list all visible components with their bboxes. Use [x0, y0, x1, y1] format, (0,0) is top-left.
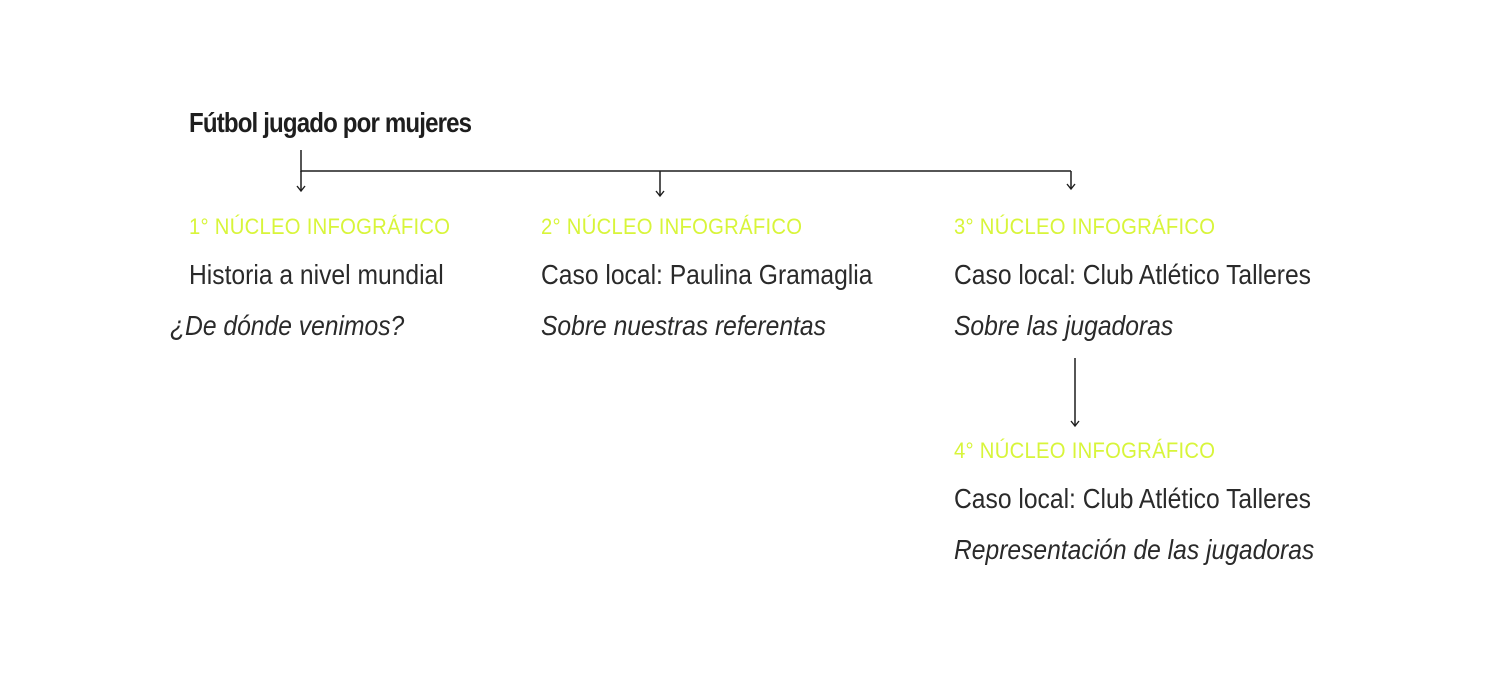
node-4-kicker: 4° NÚCLEO INFOGRÁFICO	[954, 438, 1216, 463]
arrowhead-node-3	[1066, 183, 1076, 191]
node-2-heading: Caso local: Paulina Gramaglia	[541, 259, 873, 290]
node-3-heading: Caso local: Club Atlético Talleres	[954, 259, 1312, 290]
arrowhead-node-2	[655, 190, 665, 198]
node-2-subtitle: Sobre nuestras referentas	[541, 310, 826, 341]
arrowhead-node-1	[296, 185, 306, 193]
arrowhead-node-4	[1070, 420, 1080, 428]
node-4-subtitle: Representación de las jugadoras	[954, 534, 1315, 565]
node-1-subtitle: ¿De dónde venimos?	[170, 310, 405, 341]
node-1-heading: Historia a nivel mundial	[189, 259, 444, 290]
node-3-kicker: 3° NÚCLEO INFOGRÁFICO	[954, 214, 1216, 239]
node-2-kicker: 2° NÚCLEO INFOGRÁFICO	[541, 214, 803, 239]
node-3-subtitle: Sobre las jugadoras	[954, 310, 1174, 341]
diagram-title: Fútbol jugado por mujeres	[189, 107, 472, 138]
node-4-heading: Caso local: Club Atlético Talleres	[954, 483, 1312, 514]
node-1-kicker: 1° NÚCLEO INFOGRÁFICO	[189, 214, 451, 239]
